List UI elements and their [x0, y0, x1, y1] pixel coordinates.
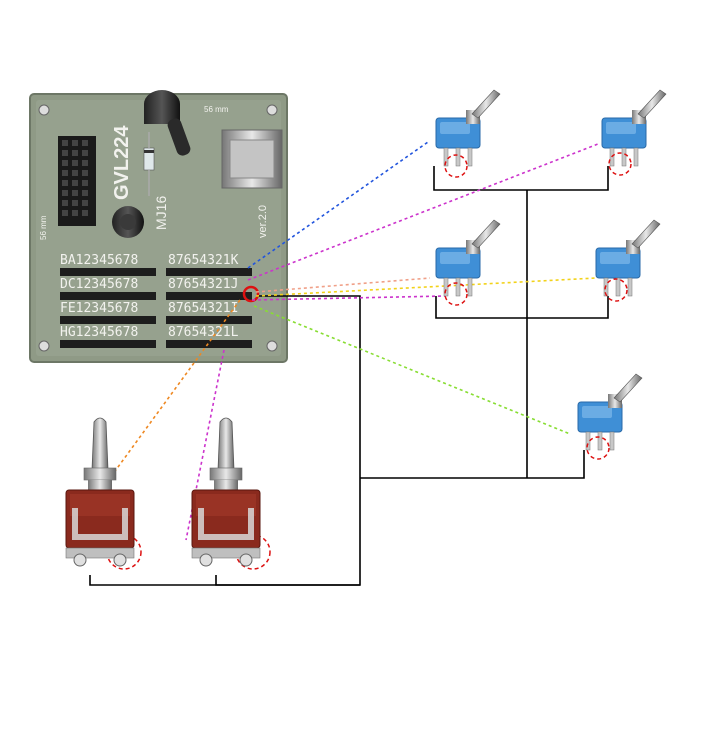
wire-magenta-2 — [251, 295, 447, 301]
board-version-label: ver.2.0 — [257, 205, 269, 238]
row-gh-right: 87654321L — [168, 325, 239, 340]
row-ab-left: BA12345678 — [60, 253, 138, 268]
wire-blue — [247, 141, 429, 269]
wire-green — [253, 305, 571, 435]
board-model-label: GVL224 — [111, 125, 133, 200]
board-dimension-top: 56 mm — [204, 105, 229, 114]
wire-magenta-1 — [247, 143, 599, 281]
blue-toggle-switch-4 — [595, 219, 661, 297]
row-cd-left: DC12345678 — [60, 277, 138, 292]
blue-toggle-switch-1 — [435, 89, 501, 167]
wire-yellow — [255, 277, 597, 297]
capacitor-large — [144, 90, 191, 156]
board-dimension-side: 56 mm — [39, 215, 48, 240]
board-submodel-label: MJ16 — [153, 196, 169, 230]
icsp-header — [58, 136, 96, 226]
red-toggle-switch-1 — [65, 417, 135, 567]
row-ab-right: 87654321K — [168, 253, 239, 268]
blue-toggle-switch-5 — [577, 373, 643, 451]
blue-toggle-switch-2 — [601, 89, 667, 167]
blue-toggle-switch-3 — [435, 219, 501, 297]
diode — [143, 132, 155, 196]
capacitor-small — [112, 206, 144, 238]
wire-peach — [255, 277, 431, 293]
controller-board: GVL224 MJ16 ver.2.0 56 mm 56 mm BA123456… — [29, 90, 288, 363]
usb-connector — [221, 129, 283, 189]
row-cd-right: 87654321J — [168, 277, 238, 292]
row-ef-left: FE12345678 — [60, 301, 138, 316]
signal-wires — [71, 141, 599, 541]
ground-pin-highlight — [242, 285, 260, 303]
ground-wires — [89, 166, 609, 586]
wire-magenta-3 — [185, 349, 225, 541]
row-ef-right: 87654321I — [168, 301, 238, 316]
row-gh-left: HG12345678 — [60, 325, 138, 340]
red-toggle-switch-2 — [191, 417, 261, 567]
pin-header-rows — [60, 268, 252, 348]
